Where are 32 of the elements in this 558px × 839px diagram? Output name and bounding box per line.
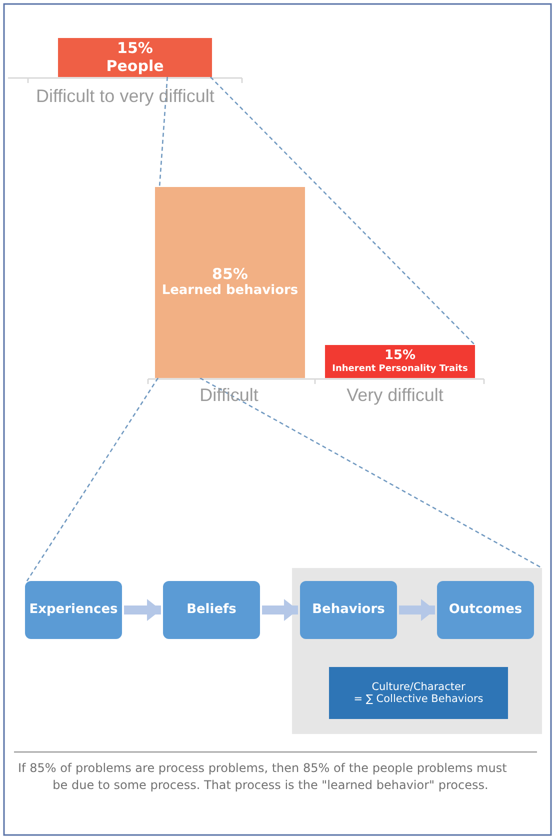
- percent-label: 85%: [212, 266, 248, 284]
- process-box: [437, 581, 534, 639]
- node-text: = ∑ Collective Behaviors: [354, 693, 484, 706]
- axis-label: Very difficult: [346, 385, 444, 406]
- axis-label: Difficult to very difficult: [36, 86, 214, 107]
- node-text: Learned behaviors: [162, 284, 298, 299]
- process-box: [25, 581, 122, 639]
- percent-label: 15%: [117, 40, 153, 58]
- node-text: Outcomes: [448, 602, 522, 618]
- zoom-line: [158, 76, 168, 188]
- axis-label: Difficult: [200, 385, 258, 406]
- node-text: Experiences: [29, 602, 118, 618]
- block-arrow: [262, 599, 298, 621]
- node-text: Beliefs: [186, 602, 236, 618]
- process-box: [163, 581, 260, 639]
- percent-label: 15%: [384, 348, 416, 364]
- zoom-line: [26, 378, 159, 582]
- block-arrow: [124, 599, 161, 621]
- node-text: Culture/Character: [372, 680, 466, 693]
- zoom-line: [200, 377, 542, 569]
- bar: [325, 345, 475, 378]
- node-text: People: [106, 58, 164, 75]
- zoom-line: [210, 76, 476, 346]
- bar: [58, 38, 212, 77]
- bar: [155, 187, 305, 378]
- caption-text: If 85% of problems are process problems, then 85% of the people problems must be due to some process. That process is the "learned behavior" process.: [18, 760, 508, 794]
- panel: [292, 568, 542, 734]
- process-box: [300, 581, 397, 639]
- block-arrow: [399, 599, 435, 621]
- node-text: Behaviors: [312, 602, 385, 618]
- node-text: Inherent Personality Traits: [332, 364, 468, 374]
- summary-box: [329, 667, 508, 719]
